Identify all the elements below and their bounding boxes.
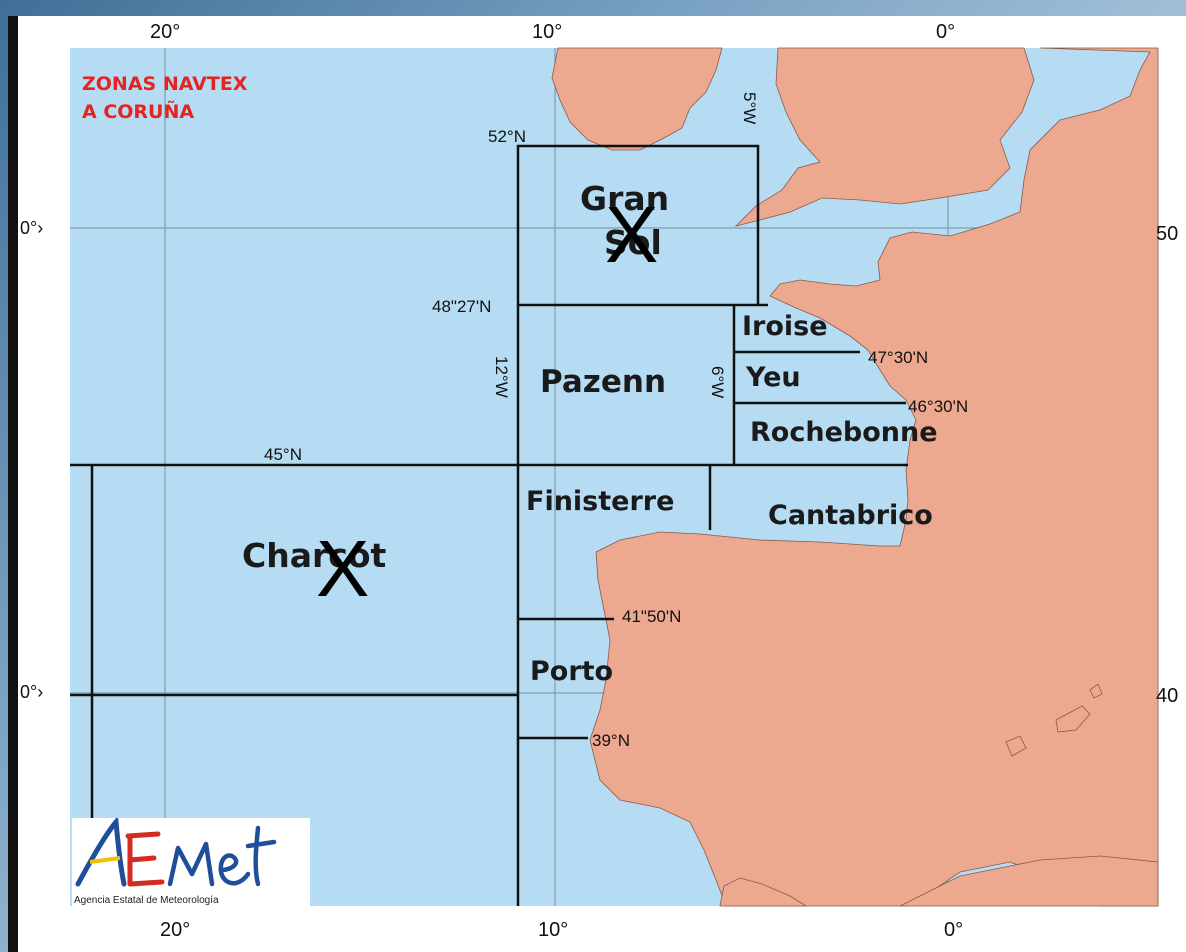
boundary-label-52n: 52°N — [488, 127, 526, 146]
land-balearic — [1055, 705, 1091, 733]
zone-yeu: Yeu — [745, 362, 801, 393]
land-ireland — [551, 47, 723, 151]
lat-label-right-40: 40 — [1156, 685, 1178, 707]
zone-gran-sol-line2: Sol — [604, 223, 662, 262]
boundary-label-5w: 5°W — [740, 92, 759, 124]
gran-sol-cross-mark: X — [605, 190, 658, 279]
aemet-logo-caption: Agencia Estatal de Meteorología — [74, 895, 219, 906]
lon-label-top-0: 0° — [936, 21, 955, 43]
charcot-cross-mark: X — [316, 524, 369, 613]
zone-porto: Porto — [530, 656, 613, 687]
boundary-label-48-27n: 48"27'N — [432, 297, 491, 316]
boundary-label-12w: 12°W — [492, 356, 511, 398]
land-great-britain — [734, 47, 1035, 227]
zone-charcot: Charcot — [242, 536, 386, 575]
lat-label-left-50: 0°› — [20, 218, 43, 238]
boundary-label-39n: 39°N — [592, 731, 630, 750]
map-title-line1: ZONAS NAVTEX — [82, 73, 248, 95]
land — [551, 47, 1159, 907]
boundary-label-47-30n: 47°30'N — [868, 348, 928, 367]
boundary-label-45n: 45°N — [264, 445, 302, 464]
zone-gran-sol-line1: Gran — [580, 179, 669, 218]
aemet-logo — [72, 815, 310, 908]
lat-label-left-40: 0°› — [20, 682, 43, 702]
zone-finisterre: Finisterre — [526, 486, 674, 517]
aemet-logo-graphic — [75, 815, 277, 887]
land-france — [589, 47, 1159, 907]
zone-cantabrico: Cantabrico — [768, 500, 933, 531]
lon-label-top-20: 20° — [150, 21, 180, 43]
land-islet-2 — [1089, 683, 1103, 699]
land-islet-1 — [1005, 735, 1027, 757]
frame-left-border — [8, 16, 18, 952]
land-africa-east — [899, 855, 1159, 907]
land-africa — [719, 877, 808, 907]
lon-label-top-10: 10° — [532, 21, 562, 43]
zone-pazenn: Pazenn — [540, 364, 666, 400]
boundary-label-41-50n: 41"50'N — [622, 607, 681, 626]
lon-label-bottom-20: 20° — [160, 919, 190, 941]
lon-label-bottom-0: 0° — [944, 919, 963, 941]
zone-rochebonne: Rochebonne — [750, 417, 938, 448]
map-title-line2: A CORUÑA — [82, 99, 194, 123]
zone-borders — [70, 144, 908, 906]
lon-label-bottom-10: 10° — [538, 919, 568, 941]
boundary-label-46-30n: 46°30'N — [908, 397, 968, 416]
lat-label-right-50: 50 — [1156, 223, 1178, 245]
zone-iroise: Iroise — [742, 311, 828, 342]
boundary-label-6w: 6°W — [708, 366, 727, 398]
